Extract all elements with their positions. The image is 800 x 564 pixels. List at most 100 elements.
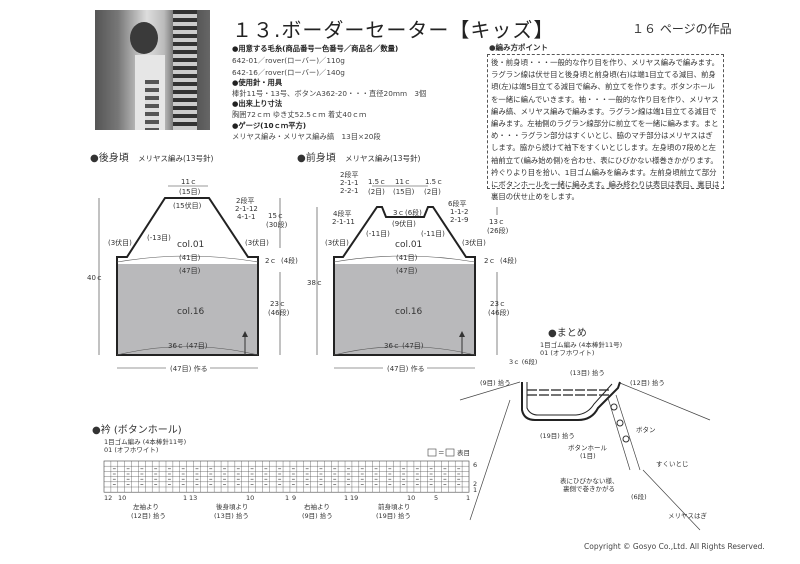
front-r4: (4段) [500, 256, 517, 265]
finishing-diagram: ●まとめ 1目ゴム編み (4本棒針11号) 01 (オフホワイト) 3ｃ (6段… [459, 327, 711, 531]
front-raglan-r1: 6段平 [448, 199, 466, 208]
back-stitch: メリヤス編み(13号針) [138, 153, 213, 163]
front-h13: 13ｃ [489, 218, 505, 226]
back-bottom: 36ｃ (47目) [168, 342, 208, 350]
front-neck-bind: (9伏目) [392, 219, 416, 228]
finishing-graft: メリヤスはぎ [668, 511, 708, 520]
legend-label: 表目 [457, 448, 470, 457]
front-bind-r: (3伏目) [462, 238, 486, 247]
front-neck-1: 2段平 [340, 170, 358, 179]
collar-section-count: (19目) 拾う [376, 511, 411, 520]
finishing-bh-count: (1目) [580, 452, 596, 460]
back-raglan-2: 2-1-12 [235, 205, 258, 213]
back-raglan-3: 4-1-1 [237, 213, 255, 221]
front-s2b: (2目) [424, 188, 441, 196]
finishing-rib: 1目ゴム編み (4本棒針11号) [540, 340, 622, 349]
front-h23: 23ｃ [490, 300, 506, 308]
back-41: (41目) [179, 254, 201, 262]
collar-section-count: (13目) 拾う [214, 511, 249, 520]
back-r30: (30段) [266, 220, 288, 229]
back-bind-left: (3伏目) [108, 238, 132, 247]
collar-grid [103, 460, 470, 493]
row-2: 2 [473, 480, 477, 488]
front-dec-r: (-11目) [421, 230, 445, 238]
front-s15: (15目) [393, 188, 415, 196]
finishing-mattress: すくいとじ [656, 460, 689, 468]
back-h2: 2ｃ [265, 257, 276, 265]
back-diagram: ●後身頃 メリヤス編み(13号針) 11ｃ (15目) (15伏目) 2段平 2… [87, 151, 298, 373]
finishing-pick13: (13目) 拾う [570, 368, 605, 377]
collar-section-count: (9目) 拾う [302, 511, 333, 520]
collar-tick: 1 [285, 494, 289, 502]
collar-tick: 10 [118, 494, 126, 502]
size: 胸囲72ｃｍ ゆき丈52.5ｃｍ 着丈40ｃｍ [232, 110, 367, 119]
front-s2a: (2目) [368, 188, 385, 196]
finishing-buttonhole: ボタンホール [568, 443, 608, 452]
pattern-title: １３.ボーダーセーター【キッズ】 [232, 18, 555, 42]
yarn-1: 642-01／rover(ローバー)／110g [232, 56, 345, 65]
front-bind-l: (3伏目) [325, 238, 349, 247]
front-dec-l: (-11目) [366, 230, 390, 238]
legend-equals: ＝ [438, 449, 445, 457]
copyright: Copyright © Gosyo Co.,Ltd. All Rights Re… [584, 542, 765, 551]
row-1: 1 [473, 486, 477, 494]
collar-tick: 12 [104, 494, 112, 502]
finishing-pick12: (12目) 拾う [630, 378, 665, 387]
front-raglan-r3: 2-1-9 [450, 216, 468, 224]
collar-tick: 1 [344, 494, 348, 502]
back-h23: 23ｃ [270, 300, 286, 308]
back-top-width: 11ｃ [181, 178, 197, 186]
front-neck-rows: (6段) [405, 208, 422, 217]
front-h2: 2ｃ [484, 257, 495, 265]
finishing-pick19: (19目) 拾う [540, 431, 575, 440]
back-h40: 40ｃ [87, 274, 103, 282]
front-41: (41目) [396, 254, 418, 262]
front-color-top: col.01 [395, 240, 422, 250]
yarn-2: 642-16／rover(ローバー)／140g [232, 68, 345, 77]
size-heading: ●出来上り寸法 [232, 99, 283, 108]
front-raglan-l1: 4段平 [333, 209, 351, 218]
collar-section-label: 左袖より [133, 502, 159, 511]
tools-heading: ●使用針・用具 [232, 78, 283, 87]
model-photo [95, 10, 210, 130]
collar-section-label: 前身頃より [378, 502, 410, 511]
front-raglan-l2: 2-1-11 [332, 218, 355, 226]
collar-heading: ●衿 (ボタンホール) [92, 423, 182, 436]
back-h15: 15ｃ [268, 212, 284, 220]
front-bottom: 36ｃ (47目) [384, 342, 424, 350]
front-color-bottom: col.16 [395, 307, 423, 317]
front-neck-2: 2-1-1 [340, 179, 358, 187]
finishing-depth: 3ｃ (6段) [509, 357, 537, 366]
back-bind-right: (3伏目) [245, 238, 269, 247]
collar-section-label: 右袖より [304, 502, 330, 511]
front-w15a: 1.5ｃ [368, 178, 386, 186]
finishing-heading: ●まとめ [548, 327, 587, 339]
collar-section-count: (12目) 拾う [131, 511, 166, 520]
back-top-bindoff: (15伏目) [173, 201, 202, 210]
tools: 棒針11号・13号、ボタンA362-20・・・直径20mm 3個 [232, 89, 427, 98]
collar-tick: 9 [292, 494, 296, 502]
finishing-r6: (6段) [631, 492, 647, 501]
collar-color: 01 (オフホワイト) [104, 446, 158, 454]
finishing-color: 01 (オフホワイト) [540, 349, 594, 357]
front-neck-3: 2-2-1 [340, 187, 358, 195]
front-w15b: 1.5ｃ [425, 178, 443, 186]
collar-tick: 5 [434, 494, 438, 502]
front-w11: 11ｃ [395, 178, 411, 186]
back-cast-on: (47目) 作る [170, 364, 208, 373]
back-heading: ●後身頃 [90, 151, 129, 164]
collar-tick: 1 [466, 494, 470, 502]
back-r46: (46段) [268, 308, 290, 317]
back-r4: (4段) [281, 256, 298, 265]
collar-chart: ●衿 (ボタンホール) 1目ゴム編み (4本棒針11号) 01 (オフホワイト)… [92, 423, 477, 520]
front-cast-on: (47目) 作る [387, 364, 425, 373]
collar-tick: 10 [246, 494, 254, 502]
collar-section-label: 後身頃より [216, 502, 248, 511]
collar-tick: 19 [350, 494, 358, 502]
back-raglan-1: 2段平 [236, 196, 254, 205]
front-r26: (26段) [487, 226, 509, 235]
gauge-heading: ●ゲージ(10ｃｍ平方) [232, 121, 307, 130]
points-heading: ●編み方ポイント [489, 43, 549, 52]
collar-tick: 13 [189, 494, 197, 502]
